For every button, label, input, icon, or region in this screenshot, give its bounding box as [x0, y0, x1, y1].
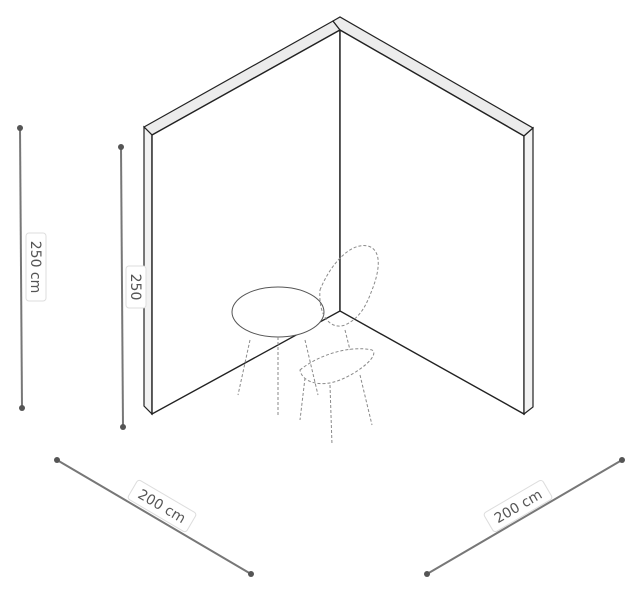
dimension-width-left: 200 cm — [54, 457, 254, 577]
dimension-inner-height: 250 — [118, 144, 147, 430]
right-wall-panel — [332, 16, 535, 416]
outer-height-label: 250 cm — [27, 241, 43, 294]
round-table — [231, 286, 325, 415]
inner-height-label: 250 — [127, 274, 143, 301]
chair — [299, 245, 379, 446]
dimension-outer-height: 250 cm — [17, 125, 47, 411]
left-wall-panel — [143, 20, 341, 416]
dimension-width-right: 200 cm — [424, 457, 625, 577]
